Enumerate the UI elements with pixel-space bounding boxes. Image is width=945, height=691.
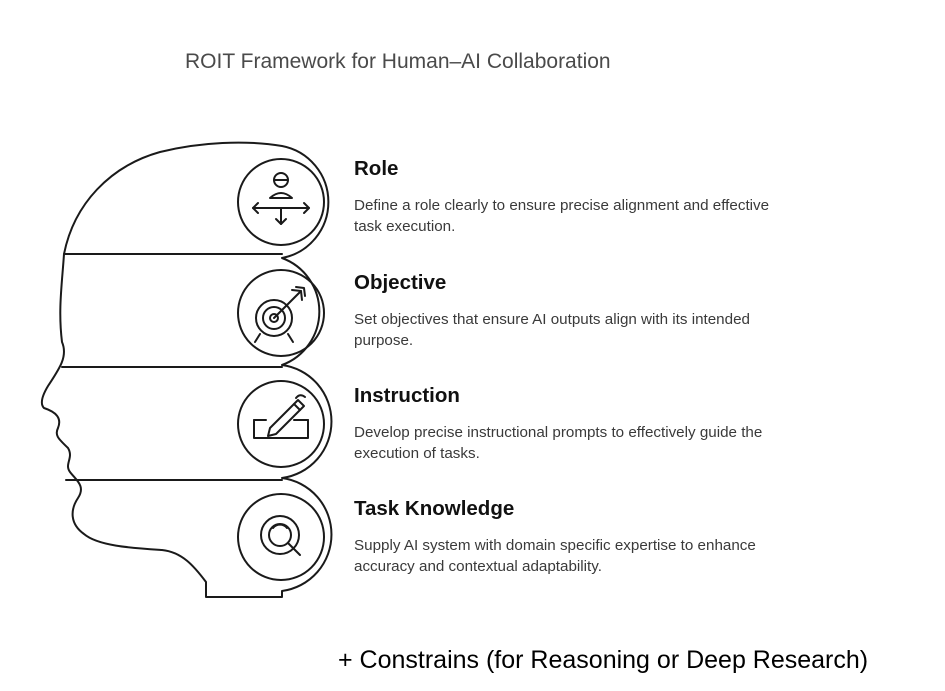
step-instruction: Instruction Develop precise instructiona… [354,384,794,464]
step-title: Instruction [354,384,460,407]
step-description: Develop precise instructional prompts to… [354,424,763,462]
step-title: Objective [354,271,447,294]
magnifier-icon [260,515,301,556]
task-knowledge-icon-circle [237,493,325,581]
page-title: ROIT Framework for Human–AI Collaboratio… [185,50,611,73]
instruction-icon-circle [237,380,325,468]
step-title: Task Knowledge [354,497,515,520]
step-objective: Objective Set objectives that ensure AI … [354,271,794,351]
role-icon-circle [237,158,325,246]
step-description: Supply AI system with domain specific ex… [354,537,756,575]
person-arrows-icon [252,172,310,225]
head-outline [40,141,333,598]
footer-note: + Constrains (for Reasoning or Deep Rese… [338,646,869,674]
step-title: Role [354,157,399,180]
pen-writing-icon [253,394,309,439]
objective-icon-circle [237,269,325,357]
target-arrow-icon [254,286,306,343]
step-description: Set objectives that ensure AI outputs al… [354,311,750,349]
step-task-knowledge: Task Knowledge Supply AI system with dom… [354,497,794,577]
step-description: Define a role clearly to ensure precise … [354,197,770,235]
step-role: Role Define a role clearly to ensure pre… [354,157,794,237]
